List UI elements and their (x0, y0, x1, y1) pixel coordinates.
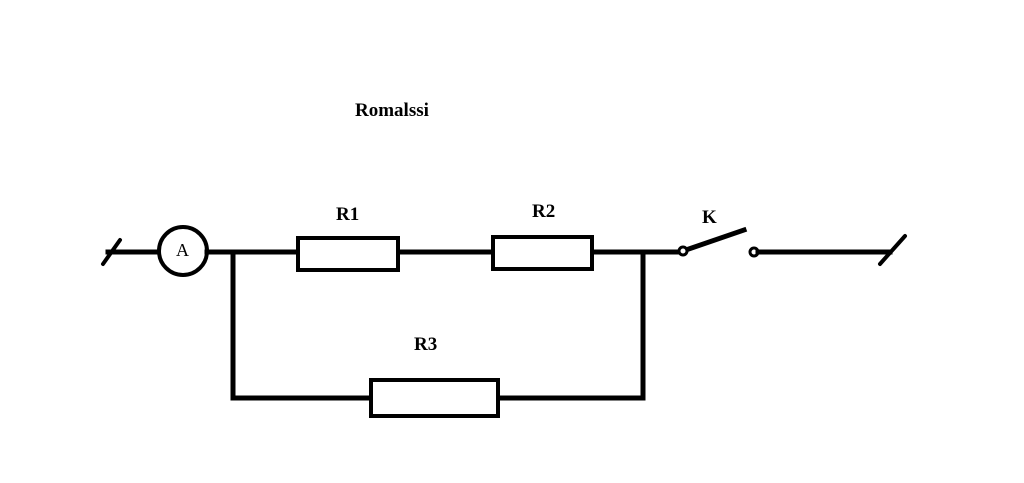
parallel-branch-wire (230, 249, 646, 401)
resistor-r2: R2 (491, 201, 594, 271)
ammeter-label: A (176, 240, 189, 260)
left-terminal (101, 238, 161, 266)
ammeter: A (157, 225, 209, 277)
diagram-caption: Romalssi (355, 100, 429, 121)
resistor-r3: R3 (369, 334, 500, 418)
switch-contact-left (677, 245, 689, 257)
right-terminal (755, 234, 907, 266)
resistor-r3-label: R3 (414, 334, 437, 355)
resistor-r1-label: R1 (336, 204, 359, 225)
resistor-r2-label: R2 (532, 201, 555, 222)
switch-label: K (702, 207, 717, 228)
resistor-r2-body (491, 235, 594, 271)
resistor-r3-body (369, 378, 500, 418)
switch-k: K (677, 207, 760, 258)
resistor-r1: R1 (296, 204, 400, 272)
resistor-r1-body (296, 236, 400, 272)
